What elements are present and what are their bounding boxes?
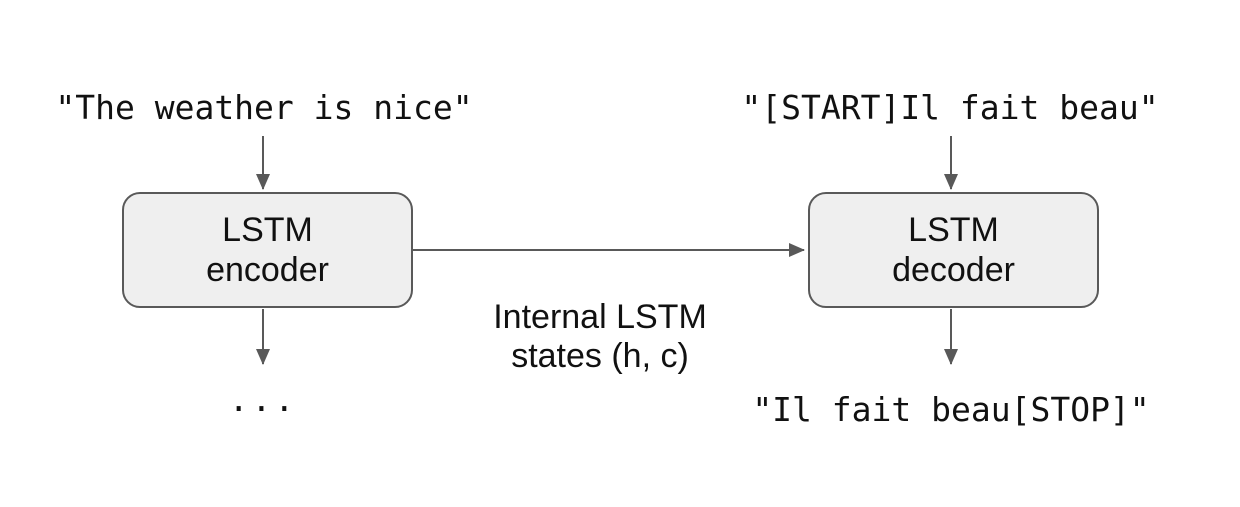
decoder-input-text: "[START]Il fait beau"	[741, 88, 1159, 127]
internal-states-label: Internal LSTM states (h, c)	[450, 298, 750, 376]
encoder-label-line2: encoder	[206, 251, 329, 289]
internal-states-label-line1: Internal LSTM	[493, 298, 707, 336]
decoder-label-line2: decoder	[892, 251, 1015, 289]
lstm-encoder-box: LSTM encoder	[122, 192, 413, 308]
decoder-label-line1: LSTM	[908, 211, 999, 249]
encoder-input-text: "The weather is nice"	[55, 88, 473, 127]
decoder-output-text: "Il fait beau[STOP]"	[752, 390, 1150, 429]
encoder-output-ellipsis: ...	[228, 380, 298, 419]
encoder-label-line1: LSTM	[222, 211, 313, 249]
internal-states-label-line2: states (h, c)	[511, 337, 689, 375]
lstm-decoder-box: LSTM decoder	[808, 192, 1099, 308]
